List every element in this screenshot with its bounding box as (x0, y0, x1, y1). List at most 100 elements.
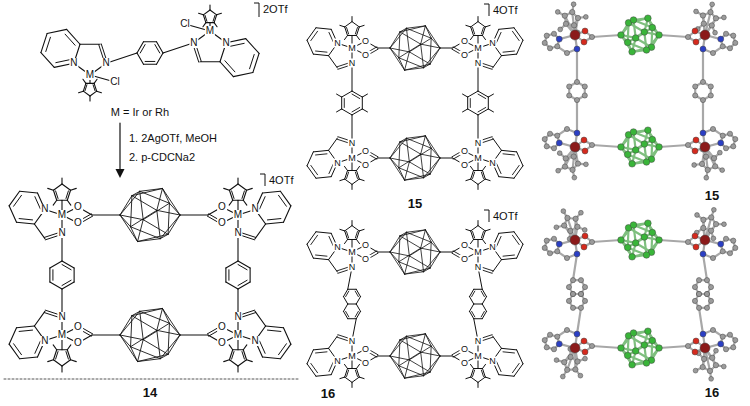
bond-line (53, 345, 57, 350)
carbon-atom (542, 245, 547, 250)
bond-line (316, 232, 331, 234)
bond-line (493, 336, 502, 348)
carbon-atom (700, 364, 705, 369)
boron-atom (649, 337, 656, 344)
bond-line (352, 377, 359, 382)
bond-line (50, 261, 62, 268)
metal-definition: M = Ir or Rh (110, 107, 170, 118)
nitrogen-atom: N (233, 228, 242, 238)
crystal-bond (592, 346, 621, 348)
bond-line (307, 28, 316, 40)
bond-line (255, 311, 266, 326)
carbon-atom (685, 142, 690, 147)
bond-line (62, 360, 71, 366)
crystal-bond (659, 346, 688, 348)
bond-line (242, 352, 244, 360)
bond-line (14, 344, 22, 355)
carborane-cage (399, 262, 424, 272)
boron-atom (630, 330, 637, 337)
bond-line (478, 109, 488, 115)
carbon-atom (710, 255, 715, 260)
carborane-cage (421, 44, 424, 68)
bond-line (485, 377, 490, 379)
bond-line (307, 166, 316, 178)
boron-atom (641, 29, 648, 36)
carbon-atom (693, 84, 698, 89)
oxygen-atom: O (460, 345, 469, 354)
bond-line (19, 219, 32, 220)
bond-line (481, 232, 483, 238)
carbon-atom (692, 284, 697, 289)
nitrogen-atom (574, 130, 580, 136)
nitrogen-atom (556, 140, 562, 146)
nitrogen-atom: N (348, 59, 357, 68)
bond-line (352, 184, 353, 189)
carbon-atom (589, 142, 594, 147)
carbon-atom (574, 97, 579, 102)
carbon-atom (565, 215, 570, 220)
carbon-atom (710, 327, 715, 332)
carbon-atom (709, 215, 714, 220)
oxygen-atom: O (361, 147, 370, 156)
boron-atom (624, 244, 631, 251)
boron-atom (632, 35, 639, 42)
oxygen-atom: O (73, 322, 83, 332)
bond-line (478, 377, 485, 382)
carbon-atom (542, 338, 547, 343)
bond-line (514, 166, 523, 178)
bond-line (53, 184, 62, 190)
carbon-atom (567, 84, 572, 89)
compound-number: 15 (704, 189, 720, 202)
bond-line (137, 53, 144, 64)
metal-atom: M (57, 210, 67, 220)
oxygen-atom: O (361, 254, 370, 263)
carborane-cage (409, 162, 430, 174)
bond-line (501, 258, 516, 260)
bond-line (517, 350, 523, 364)
counterion-label: 4OTf (268, 175, 294, 186)
metal-atom (700, 30, 710, 40)
carborane-cage (406, 336, 431, 346)
carbon-atom (570, 305, 575, 310)
bond-line (470, 311, 474, 318)
oxygen-atom: O (460, 37, 469, 46)
bond-line (482, 311, 486, 318)
carbon-atom (712, 164, 717, 169)
oxygen-atom (582, 349, 588, 355)
bond-line (514, 232, 523, 244)
metal-atom (570, 142, 580, 152)
bond-line (478, 226, 485, 231)
carbon-atom (555, 133, 560, 138)
carbon-atom (555, 249, 560, 254)
bond-line (478, 22, 485, 27)
bond-line (237, 366, 238, 372)
bond-line (49, 268, 50, 282)
carborane-cage (409, 256, 430, 268)
bond-line (352, 107, 360, 111)
carbon-atom (731, 144, 736, 149)
carborane-cage (169, 323, 180, 335)
carbon-atom (693, 93, 698, 98)
crystal-bond (659, 35, 688, 37)
carborane-cage (430, 346, 431, 372)
carbon-atom (733, 137, 738, 142)
carborane-cage (424, 356, 440, 376)
carbon-atom (571, 2, 576, 7)
bond-line (316, 177, 331, 179)
carbon-atom (561, 223, 566, 228)
carborane-cage (430, 148, 431, 174)
bond-line (440, 356, 453, 357)
bond-line (71, 188, 77, 190)
bond-line (316, 255, 327, 256)
bond-line (233, 72, 253, 76)
carborane-cage (143, 323, 169, 339)
oxygen-atom (692, 148, 698, 154)
bond-line (503, 255, 514, 256)
bond-line (378, 48, 391, 49)
carbon-atom (708, 93, 713, 98)
oxygen-atom (693, 338, 699, 344)
bond-line (344, 311, 348, 318)
carbon-atom (704, 291, 709, 296)
bond-line (9, 191, 19, 206)
bond-line (440, 48, 453, 49)
